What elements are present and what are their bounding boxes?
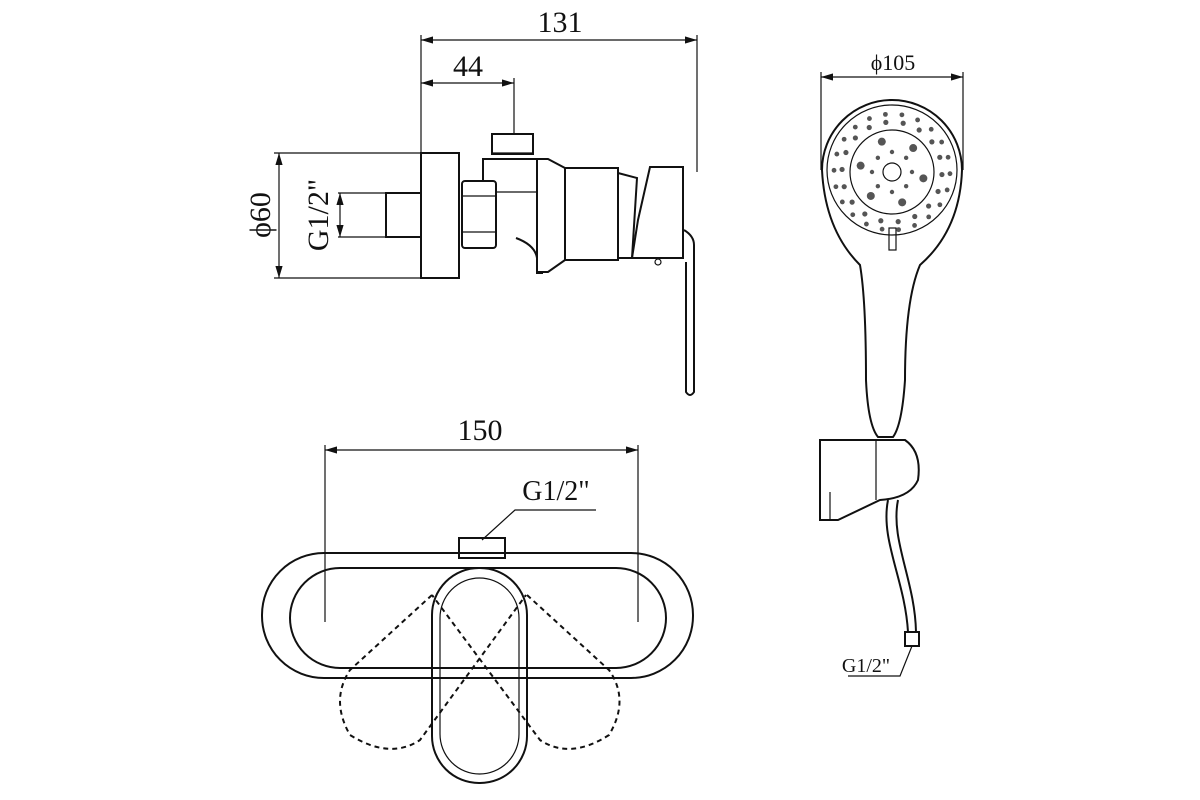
nozzle (856, 161, 865, 170)
nozzle (883, 111, 888, 117)
nozzle (866, 124, 872, 131)
nozzle (862, 211, 868, 217)
hose (885, 499, 920, 647)
dimension-label-44: 44 (453, 50, 483, 83)
dimension-phi60: ϕ60 (244, 152, 421, 279)
nozzle (912, 213, 918, 220)
nozzle (919, 174, 928, 183)
nozzle (849, 199, 855, 205)
nozzle (903, 183, 909, 189)
nozzle (866, 191, 875, 200)
nozzle (926, 203, 932, 209)
nozzle (843, 149, 849, 156)
hose-thread-callout: G1/2" (842, 645, 913, 677)
nozzle (863, 221, 869, 227)
nozzle (889, 189, 895, 195)
hand-shower-view: ϕ105 G1/2" (819, 50, 964, 677)
dimension-phi105: ϕ105 (820, 50, 964, 170)
nozzle (833, 184, 839, 190)
dimension-label-inlet-thread: G1/2" (302, 179, 335, 251)
nozzle (875, 183, 881, 189)
nozzle (935, 188, 941, 195)
mixer-side-outline (385, 133, 695, 396)
nozzle (831, 167, 837, 173)
nozzle (839, 166, 845, 173)
dimension-label-131: 131 (538, 6, 583, 39)
outlet-thread-callout: G1/2" (481, 476, 596, 541)
nozzle (852, 135, 858, 141)
nozzle (841, 184, 847, 190)
mixer-front-outline (261, 537, 694, 784)
nozzle (945, 154, 951, 160)
dimension-inlet-thread: G1/2" (302, 179, 386, 251)
nozzle (879, 226, 885, 232)
nozzle (944, 187, 950, 193)
nozzle (895, 219, 901, 225)
nozzle (883, 119, 889, 125)
nozzle (841, 136, 847, 142)
nozzle (878, 218, 884, 224)
nozzle (867, 116, 872, 121)
nozzle (926, 214, 932, 220)
nozzle (929, 139, 935, 145)
front-view: 150 G1/2" (261, 414, 694, 784)
dimension-44: 44 (421, 50, 515, 133)
dimension-131: 131 (420, 6, 698, 172)
dimension-label-phi105: ϕ105 (871, 50, 916, 75)
nozzle (898, 198, 907, 207)
spray-nozzles (831, 111, 953, 233)
nozzle (875, 155, 881, 161)
nozzle (947, 171, 953, 177)
nozzle (877, 137, 886, 146)
nozzle (899, 112, 905, 118)
dimension-150: 150 (324, 414, 639, 622)
nozzle (939, 171, 945, 178)
nozzle (928, 126, 934, 132)
nozzle (909, 169, 915, 175)
callout-label-hose-thread: G1/2" (842, 655, 890, 677)
dimension-label-phi60: ϕ60 (244, 192, 277, 238)
callout-label-outlet-thread: G1/2" (522, 476, 589, 507)
side-view: 131 44 ϕ60 G1/2" (244, 6, 698, 396)
nozzle (896, 227, 901, 233)
nozzle (869, 169, 875, 175)
nozzle (834, 151, 840, 157)
nozzle (839, 199, 845, 205)
nozzle (912, 223, 917, 228)
dimension-label-150: 150 (458, 414, 503, 447)
nozzle (937, 154, 943, 160)
nozzle (909, 144, 918, 153)
nozzle (903, 155, 909, 161)
nozzle (937, 202, 943, 208)
nozzle (850, 212, 856, 218)
nozzle (915, 117, 921, 123)
shower-head (820, 99, 964, 438)
nozzle (916, 127, 922, 133)
wall-holder (819, 439, 920, 521)
nozzle (889, 149, 895, 155)
nozzle (852, 124, 858, 130)
nozzle (900, 120, 906, 126)
nozzle (939, 139, 945, 145)
